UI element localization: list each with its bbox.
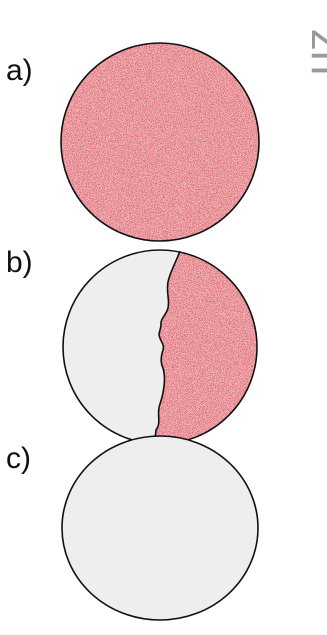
panel-b: b) bbox=[6, 246, 300, 445]
panel-a-label: a) bbox=[6, 54, 33, 87]
disc-b-red-region bbox=[153, 250, 300, 445]
panel-a: a) bbox=[6, 43, 259, 241]
watermark: zh bbox=[302, 29, 327, 75]
watermark-text: zh bbox=[302, 29, 327, 75]
panel-b-label: b) bbox=[6, 246, 33, 279]
panel-c-label: c) bbox=[6, 442, 31, 475]
disc-c-grey bbox=[62, 436, 258, 620]
disc-a-red bbox=[61, 43, 259, 241]
panel-c: c) bbox=[6, 436, 258, 620]
disc-b-split bbox=[63, 250, 300, 445]
